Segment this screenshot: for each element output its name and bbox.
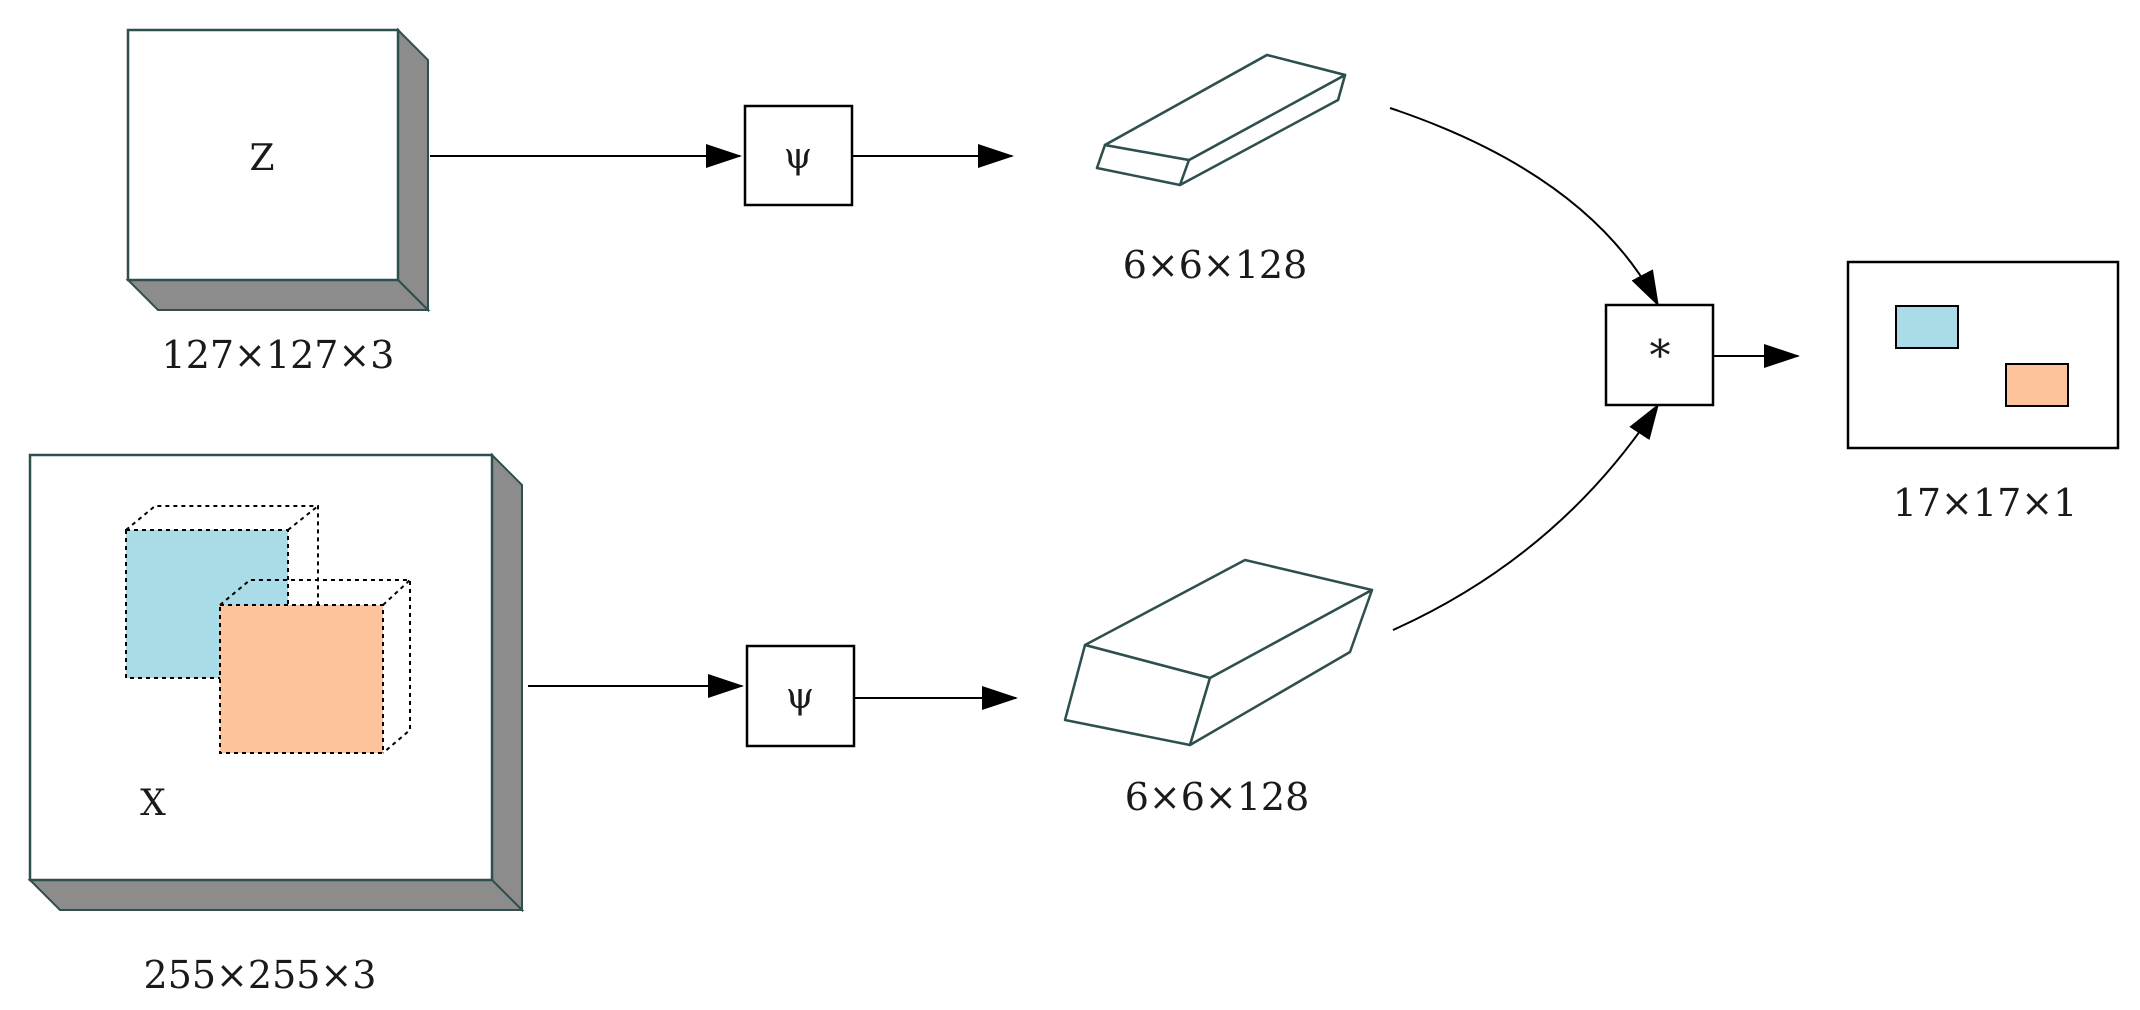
template-input-cube: Z (125, 27, 431, 313)
embedding-box-top: ψ (743, 104, 854, 207)
search-size-label: 255×255×3 (144, 953, 377, 997)
search-feature-block (1063, 558, 1374, 747)
score-map-size-label: 17×17×1 (1893, 481, 2078, 525)
template-size-label: 127×127×3 (162, 333, 395, 377)
embedding-symbol-top: ψ (784, 136, 812, 177)
search-feature-size-label: 6×6×128 (1125, 775, 1310, 819)
curve-template-to-correlation (1389, 107, 1659, 307)
search-letter: X (140, 783, 166, 824)
score-map-blue-peak (1895, 305, 1959, 349)
embedding-box-bottom: ψ (745, 644, 856, 748)
curve-search-to-correlation (1392, 403, 1660, 631)
correlation-box: * (1604, 303, 1715, 407)
search-cube-side (491, 452, 523, 913)
score-map (1846, 260, 2120, 450)
correlation-symbol: * (1650, 331, 1671, 380)
search-cube-front (28, 453, 494, 882)
search-cube-bottom (27, 879, 525, 911)
search-input-cube: X (27, 452, 525, 913)
score-map-orange-peak (2005, 363, 2069, 407)
template-letter: Z (249, 138, 274, 179)
template-feature-block (1095, 53, 1347, 187)
template-cube-front (126, 28, 400, 282)
template-feature-size-label: 6×6×128 (1123, 243, 1308, 287)
search-candidate-orange (219, 579, 411, 754)
template-cube-bottom (125, 279, 431, 311)
template-cube-side (397, 27, 429, 313)
embedding-symbol-bottom: ψ (786, 676, 814, 717)
